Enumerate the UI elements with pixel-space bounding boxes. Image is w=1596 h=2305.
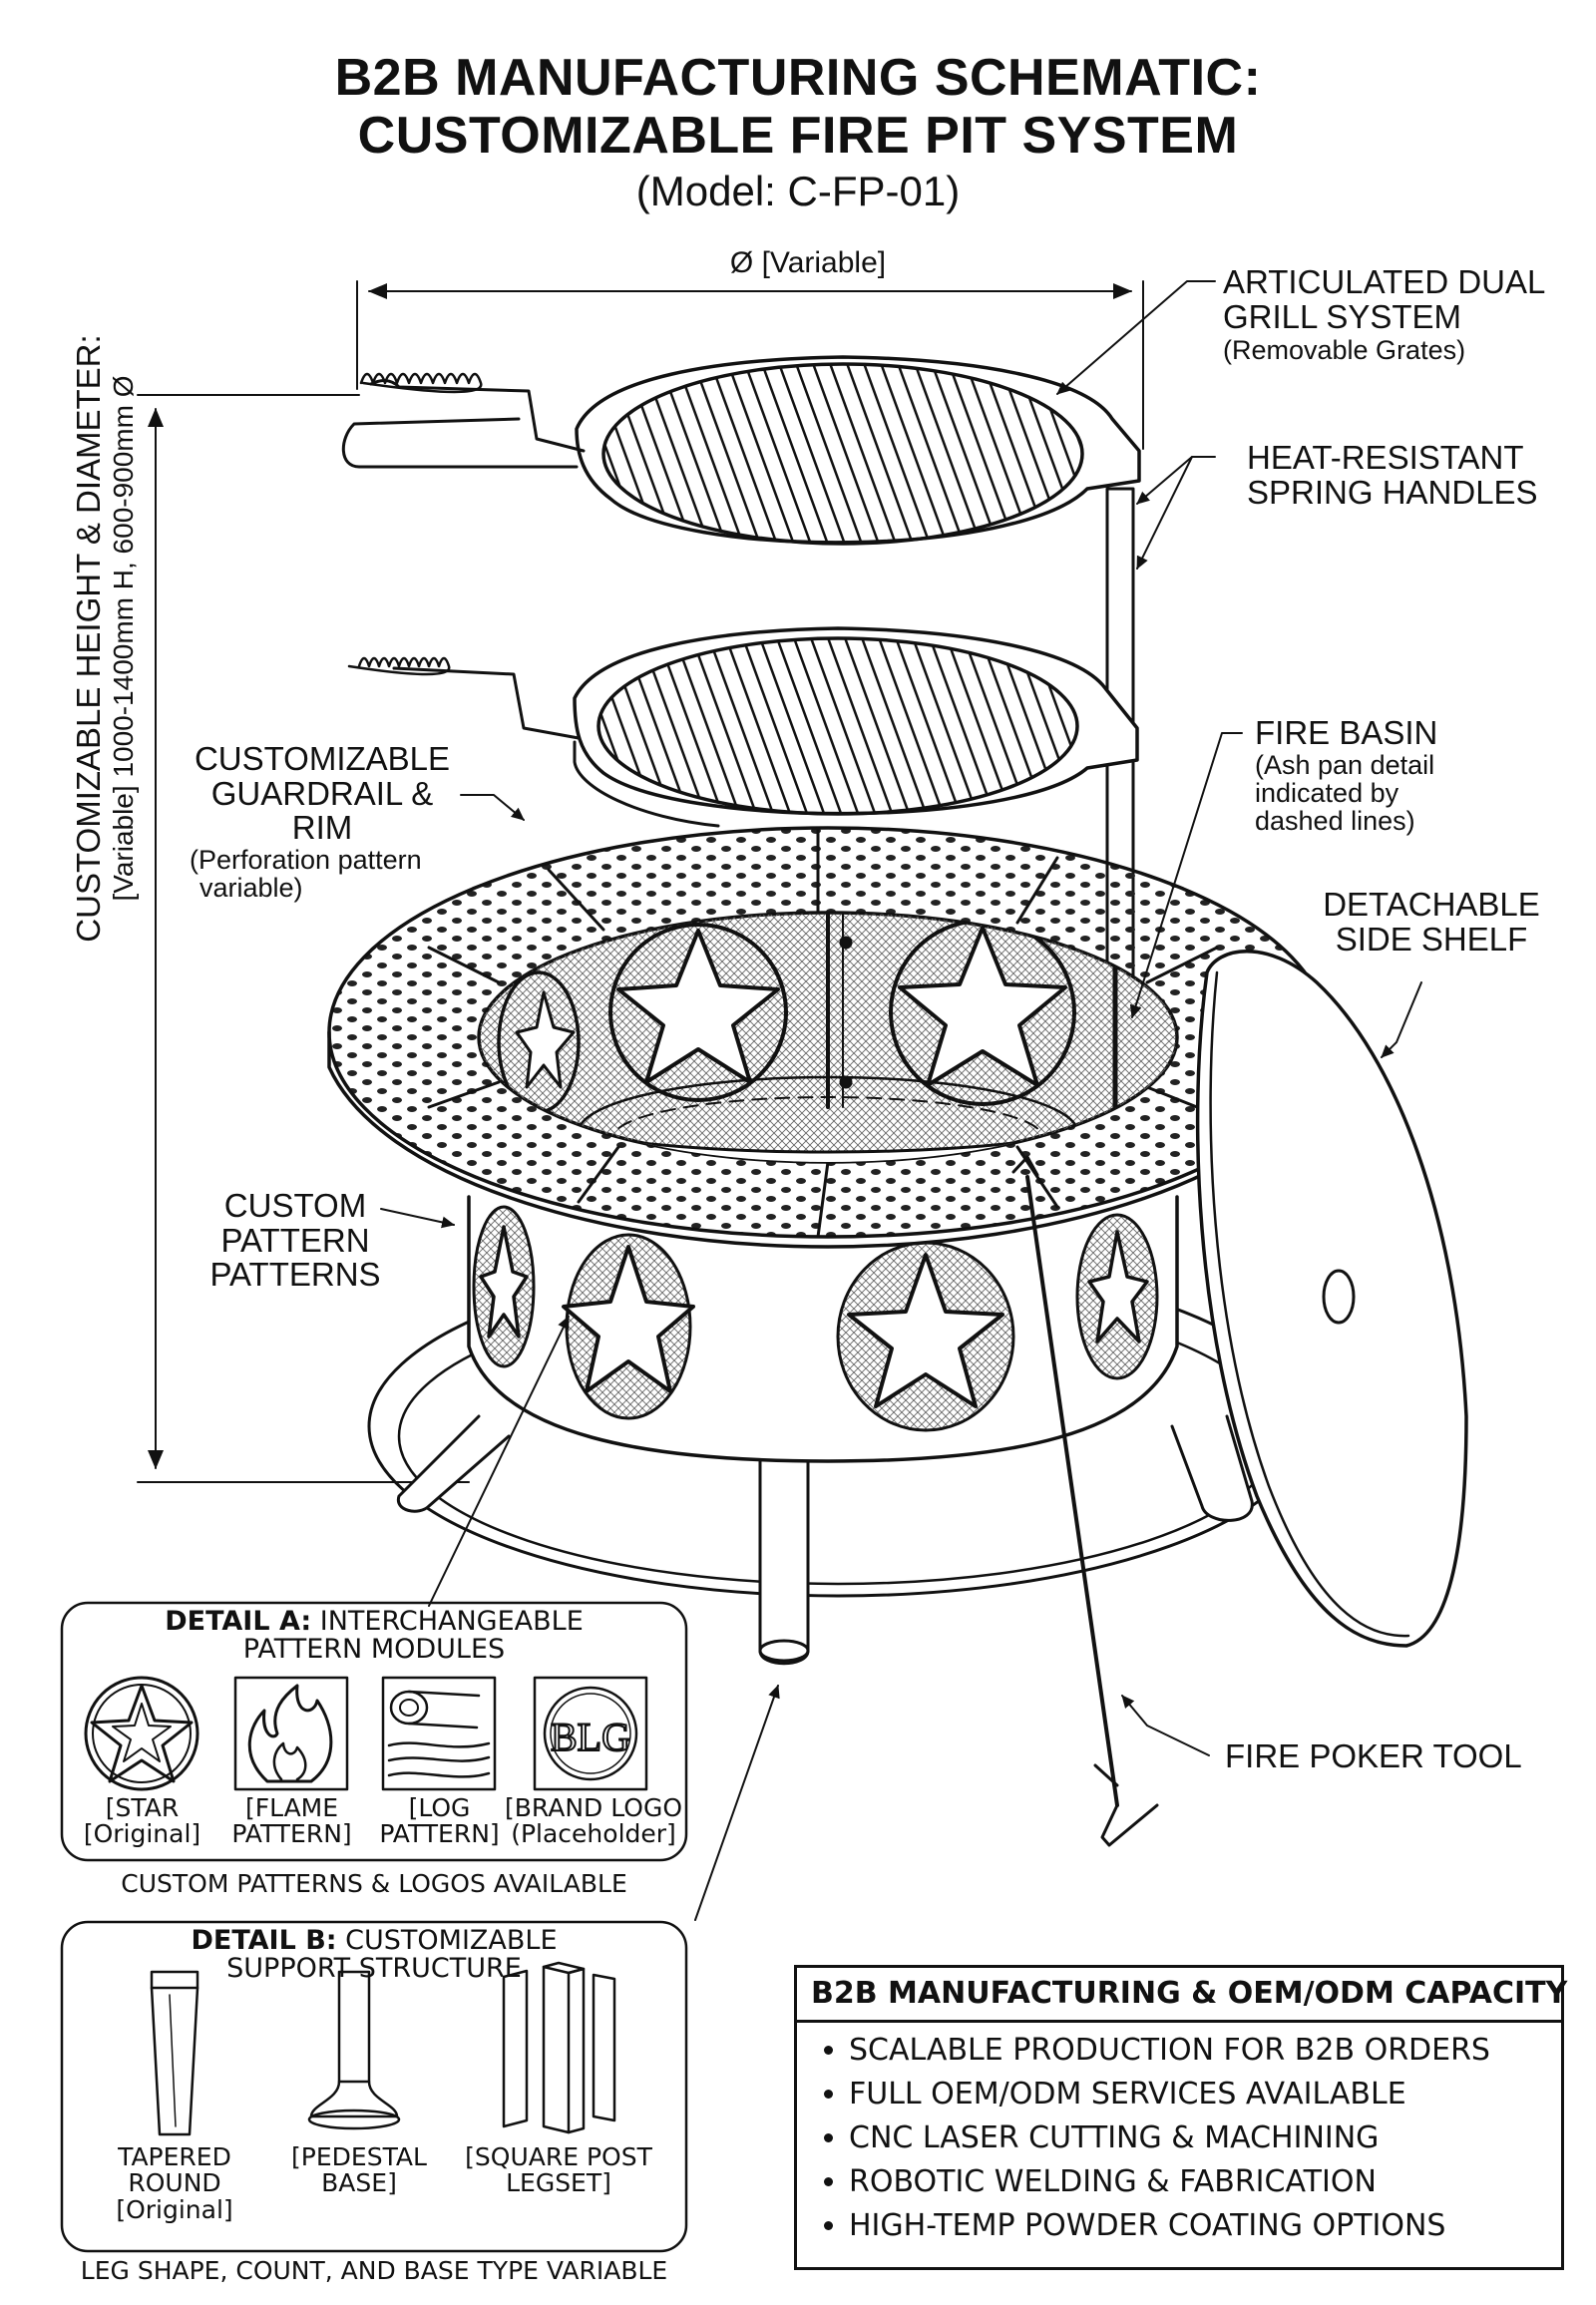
- module-caption-star: [STAR [Original]: [83, 1793, 201, 1849]
- oem-list-item: ROBOTIC WELDING & FABRICATION: [849, 2160, 1561, 2204]
- height-dimension-label: CUSTOMIZABLE HEIGHT & DIAMETER: [Variabl…: [70, 40, 160, 1237]
- height-title: CUSTOMIZABLE HEIGHT & DIAMETER:: [70, 334, 107, 943]
- module-caption-flame: [FLAME PATTERN]: [231, 1793, 352, 1849]
- lower-spring-handle: [347, 656, 581, 740]
- callout-fire-basin: FIRE BASIN (Ash pan detail indicated by …: [1255, 714, 1438, 837]
- upper-spring-handle: [359, 372, 586, 453]
- leg-caption-tapered: TAPERED ROUND [Original]: [116, 2142, 233, 2224]
- oem-capacity-box: B2B MANUFACTURING & OEM/ODM CAPACITY SCA…: [794, 1965, 1567, 2270]
- brand-logo-text: BLG: [551, 1715, 630, 1759]
- callout-spring-handles: HEAT-RESISTANT SPRING HANDLES: [1247, 439, 1538, 511]
- height-value: [Variable] 1000-1400mm H, 600-900mm Ø: [108, 375, 139, 902]
- fire-poker-tool: [1011, 1155, 1159, 1847]
- model-number: (Model: C-FP-01): [635, 168, 961, 214]
- oem-heading: B2B MANUFACTURING & OEM/ODM CAPACITY: [797, 1968, 1567, 2023]
- callout-guardrail: CUSTOMIZABLE GUARDRAIL & RIM (Perforatio…: [190, 740, 451, 904]
- oem-list-item: SCALABLE PRODUCTION FOR B2B ORDERS: [849, 2029, 1561, 2073]
- log-icon: [381, 1676, 497, 1791]
- lower-grill: [347, 626, 1139, 828]
- tapered-leg-icon: [150, 1970, 200, 2136]
- diameter-dimension: [356, 280, 1144, 450]
- module-caption-brand-logo: [BRAND LOGO (Placeholder]: [504, 1793, 683, 1849]
- body-star-panel: [836, 1241, 1015, 1432]
- body-star-panel: [562, 1233, 695, 1420]
- detail-b-box: [60, 1920, 688, 2253]
- detail-b-heading: DETAIL B: CUSTOMIZABLE SUPPORT STRUCTURE: [191, 1925, 558, 1985]
- diameter-label: Ø [Variable]: [729, 246, 887, 279]
- fire-bowl-body: [467, 1195, 1179, 1463]
- detail-a-heading: DETAIL A: INTERCHANGEABLE PATTERN MODULE…: [165, 1606, 584, 1666]
- detail-b-footer: LEG SHAPE, COUNT, AND BASE TYPE VARIABLE: [80, 2256, 668, 2285]
- detail-a-box: [60, 1601, 688, 1862]
- module-caption-log: [LOG PATTERN]: [379, 1793, 500, 1849]
- leg-caption-square-post: [SQUARE POST LEGSET]: [465, 2142, 652, 2198]
- detachable-side-shelf: [1195, 950, 1468, 1648]
- callout-leaders: [380, 280, 1422, 1921]
- body-star-panel: [1075, 1213, 1159, 1380]
- star-icon: [84, 1676, 200, 1791]
- oem-list: SCALABLE PRODUCTION FOR B2B ORDERS FULL …: [797, 2029, 1561, 2248]
- body-star-panel: [472, 1205, 536, 1368]
- square-post-leg-icon: [502, 1961, 616, 2134]
- support-legs: [396, 1414, 1254, 1666]
- flame-icon: [233, 1676, 349, 1791]
- oem-list-item: HIGH-TEMP POWDER COATING OPTIONS: [849, 2204, 1561, 2248]
- oem-list-item: CNC LASER CUTTING & MACHINING: [849, 2116, 1561, 2160]
- page-title-line1: B2B MANUFACTURING SCHEMATIC:: [334, 49, 1262, 107]
- brand-logo-icon: [533, 1676, 648, 1791]
- oem-list-item: FULL OEM/ODM SERVICES AVAILABLE: [849, 2073, 1561, 2116]
- detail-a-footer: CUSTOM PATTERNS & LOGOS AVAILABLE: [121, 1869, 627, 1898]
- callout-grill-system: ARTICULATED DUAL GRILL SYSTEM (Removable…: [1223, 263, 1546, 366]
- inner-star-panel: [608, 923, 788, 1102]
- callout-custom-pattern: CUSTOM PATTERN PATTERNS: [209, 1187, 381, 1294]
- callout-fire-poker: FIRE POKER TOOL: [1225, 1737, 1522, 1774]
- callout-side-shelf: DETACHABLE SIDE SHELF: [1323, 886, 1540, 958]
- pedestal-leg-icon: [307, 1970, 401, 2130]
- upper-grill: [341, 355, 1141, 546]
- page-title-line2: CUSTOMIZABLE FIRE PIT SYSTEM: [357, 107, 1239, 165]
- leg-caption-pedestal: [PEDESTAL BASE]: [291, 2142, 427, 2198]
